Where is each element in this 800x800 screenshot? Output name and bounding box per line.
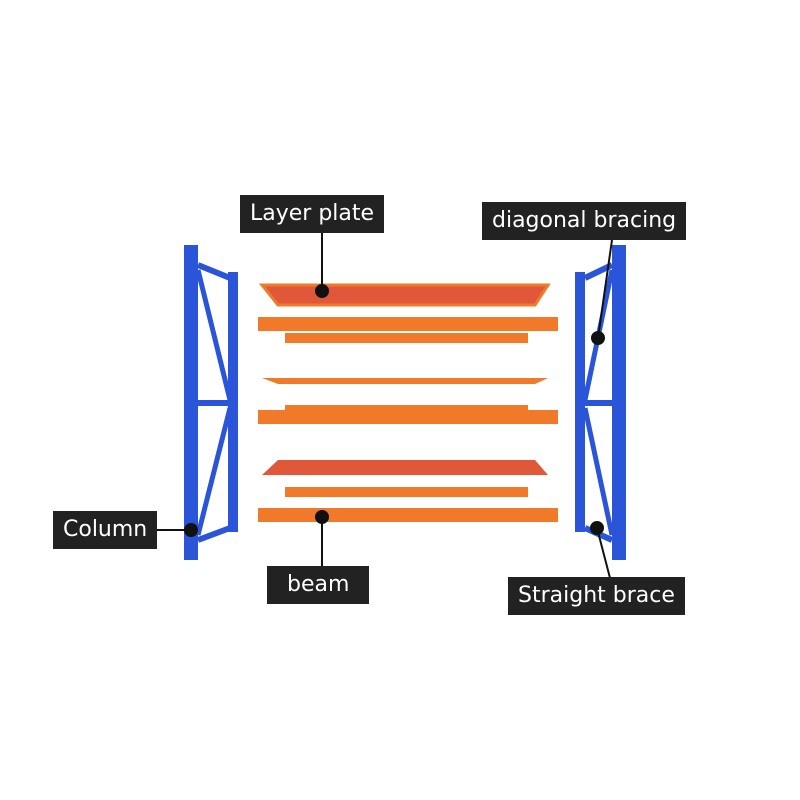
right-diagonal-brace bbox=[582, 407, 615, 536]
right-column-rear bbox=[575, 272, 585, 532]
left-straight-brace bbox=[196, 262, 232, 281]
layer-plate-2 bbox=[262, 378, 548, 384]
beam-5 bbox=[285, 487, 528, 497]
left-diagonal-brace bbox=[195, 269, 233, 401]
left-frame bbox=[184, 245, 238, 560]
beam-1 bbox=[258, 317, 558, 331]
right-frame bbox=[575, 245, 626, 560]
beam-2 bbox=[285, 333, 528, 343]
label-straight-brace: Straight brace bbox=[508, 577, 685, 615]
layer-plate-1 bbox=[258, 283, 551, 307]
beam-3 bbox=[258, 410, 558, 424]
beam-6 bbox=[258, 508, 558, 522]
label-layer-plate: Layer plate bbox=[240, 195, 385, 233]
left-column-rear bbox=[228, 272, 238, 532]
left-straight-brace bbox=[196, 525, 232, 543]
label-beam: beam bbox=[267, 566, 370, 604]
label-column: Column bbox=[53, 511, 158, 549]
left-diagonal-brace bbox=[195, 407, 233, 536]
leader-straight bbox=[596, 527, 611, 579]
left-column bbox=[184, 245, 198, 560]
layer-plate-3 bbox=[262, 460, 548, 475]
leader-diagonal bbox=[597, 239, 613, 339]
label-diagonal-bracing: diagonal bracing bbox=[482, 202, 687, 240]
right-column bbox=[612, 245, 626, 560]
beam-4 bbox=[285, 405, 528, 410]
